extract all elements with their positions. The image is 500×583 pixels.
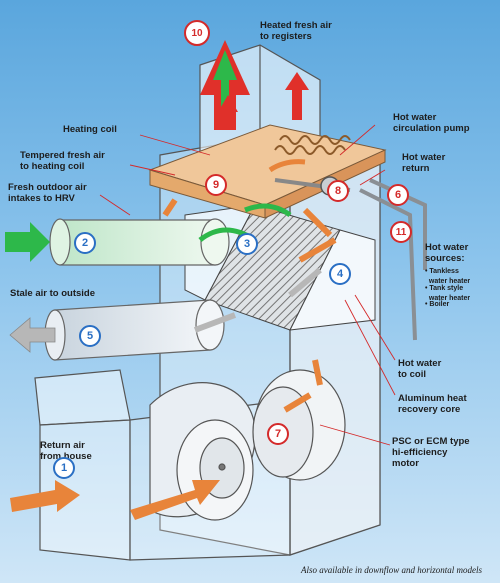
- badge-11: 11: [390, 221, 412, 243]
- badge-2: 2: [74, 232, 96, 254]
- badge-5: 5: [79, 325, 101, 347]
- label-hot-water-return: Hot water return: [402, 152, 446, 174]
- return-air-arrow: [10, 480, 220, 520]
- badge-9: 9: [205, 174, 227, 196]
- label-fresh-outdoor-air: Fresh outdoor air intakes to HRV: [8, 182, 87, 204]
- badge-8: 8: [327, 180, 349, 202]
- label-tempered-fresh-air: Tempered fresh air to heating coil: [20, 150, 105, 172]
- heated-air-arrow-small-1: [218, 95, 238, 130]
- label-source-tankless: • Tankless water heater: [425, 268, 471, 285]
- label-heating-coil: Heating coil: [63, 124, 117, 135]
- leader-lines: [99, 124, 396, 446]
- label-aluminum-core: Aluminum heat recovery core: [398, 393, 467, 415]
- badge-4: 4: [329, 263, 351, 285]
- footer-note: Also available in downflow and horizonta…: [300, 565, 482, 575]
- badge-7: 7: [267, 423, 289, 445]
- heated-air-arrow-small-2: [285, 72, 309, 120]
- label-hot-water-to-coil: Hot water to coil: [398, 358, 442, 380]
- badge-10: 10: [184, 20, 210, 46]
- label-heated-fresh-air: Heated fresh air to registers: [260, 20, 332, 42]
- label-motor: PSC or ECM type hi-efficiency motor: [392, 436, 470, 469]
- label-hot-water-sources: Hot water sources:: [425, 242, 469, 264]
- label-return-air: Return air from house: [40, 440, 92, 462]
- label-hot-water-pump: Hot water circulation pump: [393, 112, 470, 134]
- badge-6: 6: [387, 184, 409, 206]
- heated-air-arrow-left: [200, 40, 250, 130]
- label-stale-air: Stale air to outside: [10, 288, 95, 299]
- badge-1: 1: [53, 457, 75, 479]
- badge-3: 3: [236, 233, 258, 255]
- fresh-air-arrow: [5, 222, 50, 262]
- label-source-boiler: • Boiler: [425, 301, 450, 308]
- stale-air-arrow: [9, 317, 56, 353]
- label-source-tank: • Tank style water heater: [425, 285, 471, 302]
